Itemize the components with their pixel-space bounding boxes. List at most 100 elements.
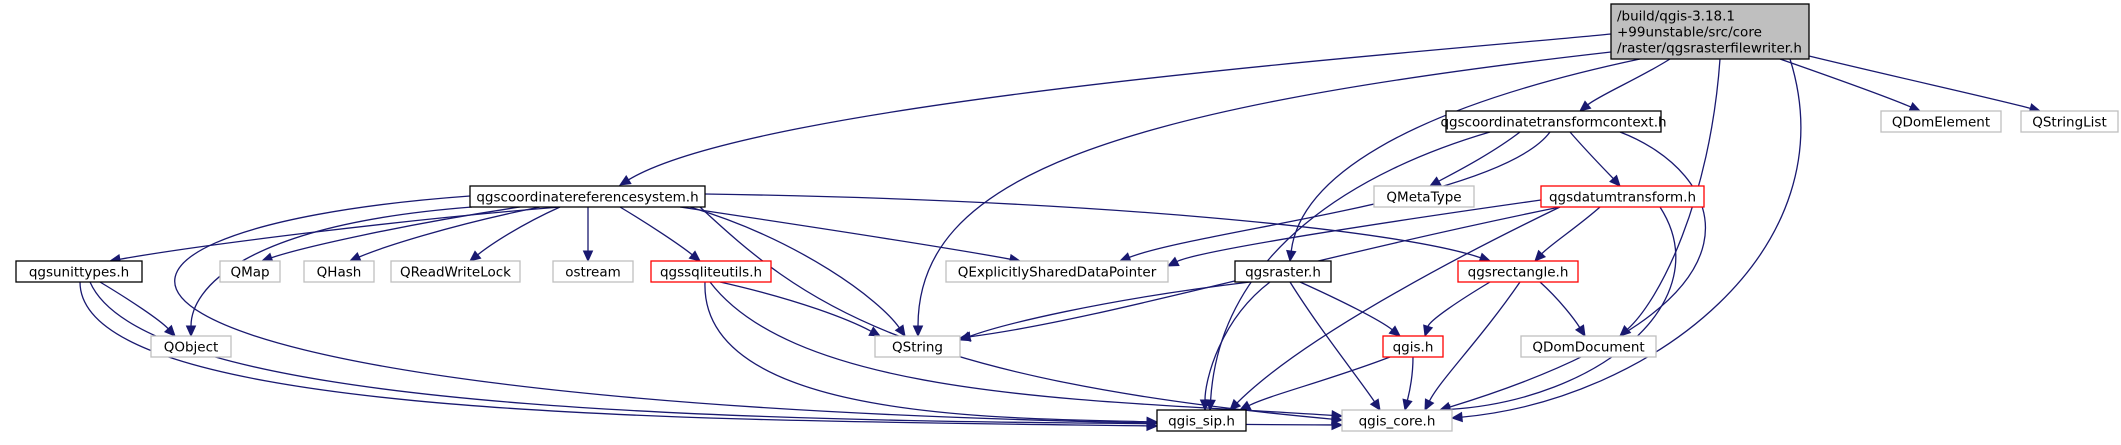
arrowhead	[1369, 398, 1381, 412]
node-label: qgssqliteutils.h	[660, 265, 762, 281]
arrowhead	[1331, 419, 1344, 431]
node-label: qgscoordinatetransformcontext.h	[1440, 115, 1666, 131]
node-qdomelement[interactable]: QDomElement	[1880, 110, 2002, 133]
node-raster[interactable]: qgsraster.h	[1234, 260, 1332, 283]
edge-src-to-qdomelement	[1779, 58, 1922, 112]
edge-raster-to-qstring	[958, 281, 1251, 342]
node-qmetatype[interactable]: QMetaType	[1373, 185, 1475, 208]
arrowhead	[1331, 410, 1344, 421]
node-box	[552, 260, 634, 283]
node-box	[1540, 185, 1705, 208]
edge-crs-to-ostream	[582, 206, 594, 263]
node-box	[874, 335, 961, 358]
edge-raster-to-qgiscore	[1289, 281, 1381, 412]
arrowhead	[1609, 174, 1621, 187]
node-label: QMap	[230, 265, 269, 281]
node-box	[469, 185, 706, 208]
node-box	[1457, 260, 1579, 283]
node-crs[interactable]: qgscoordinatereferencesystem.h	[469, 185, 706, 208]
node-qobject[interactable]: QObject	[150, 335, 232, 358]
arrowhead	[1908, 101, 1922, 112]
arrowhead	[958, 331, 972, 342]
edge-src-to-crs	[618, 33, 1612, 186]
node-layer: /build/qgis-3.18.1+99unstable/src/core/r…	[15, 3, 2119, 432]
edge-unittypes-to-qgiscore	[89, 281, 1344, 431]
node-rect[interactable]: qgsrectangle.h	[1457, 260, 1579, 283]
edge-ctc-to-datum	[1569, 131, 1621, 187]
node-box	[1382, 335, 1444, 358]
node-box	[2020, 110, 2119, 133]
arrowhead	[1534, 249, 1547, 262]
edge-raster-to-qgis	[1299, 281, 1401, 337]
node-box	[219, 260, 281, 283]
edge-qgis-to-qgiscore	[1402, 356, 1414, 412]
node-box	[1610, 3, 1810, 60]
node-label: QHash	[317, 265, 362, 281]
node-label: qgis.h	[1393, 340, 1434, 356]
arrowhead	[912, 325, 924, 338]
node-datum[interactable]: qgsdatumtransform.h	[1540, 185, 1705, 208]
node-label: QObject	[164, 340, 219, 356]
node-label: QMetaType	[1386, 190, 1461, 206]
node-label: QExplicitlySharedDataPointer	[958, 265, 1157, 281]
edge-unittypes-to-qgissip	[79, 281, 1159, 432]
arrowhead	[1118, 252, 1132, 263]
edge-datum-to-rect	[1534, 206, 1601, 262]
arrowhead	[1199, 399, 1211, 412]
node-label: QDomElement	[1892, 115, 1990, 131]
node-label: qgsraster.h	[1245, 265, 1321, 281]
node-label: qgis_sip.h	[1168, 414, 1235, 430]
arrowhead	[1286, 249, 1297, 263]
edge-sqlite-to-qgissip	[704, 281, 1159, 428]
node-unittypes[interactable]: qgsunittypes.h	[15, 260, 143, 283]
node-qstringlist[interactable]: QStringList	[2020, 110, 2119, 133]
edge-layer	[79, 33, 2042, 432]
edge-crs-to-qstring	[689, 206, 906, 338]
node-qmap[interactable]: QMap	[219, 260, 281, 283]
node-qhash[interactable]: QHash	[303, 260, 375, 283]
node-qesdp[interactable]: QExplicitlySharedDataPointer	[945, 260, 1169, 283]
node-box	[1156, 409, 1247, 432]
node-label: /build/qgis-3.18.1	[1617, 9, 1735, 25]
node-sqlite[interactable]: qgssqliteutils.h	[650, 260, 772, 283]
edge-rect-to-qgiscore	[1424, 281, 1521, 412]
node-box	[945, 260, 1169, 283]
node-qgissip[interactable]: qgis_sip.h	[1156, 409, 1247, 432]
node-qrwlock[interactable]: QReadWriteLock	[390, 260, 521, 283]
arrowhead	[1579, 100, 1592, 112]
node-qstring[interactable]: QString	[874, 335, 961, 358]
node-qgis[interactable]: qgis.h	[1382, 335, 1444, 358]
node-label: qgis_core.h	[1359, 414, 1436, 430]
arrowhead	[1229, 398, 1242, 411]
edge-crs-to-qhash	[348, 206, 541, 262]
arrowhead	[868, 326, 882, 337]
node-box	[1373, 185, 1475, 208]
node-label: QDomDocument	[1532, 340, 1644, 356]
edge-crs-to-qrwlock	[469, 206, 561, 262]
node-ctc[interactable]: qgscoordinatetransformcontext.h	[1440, 110, 1667, 133]
node-label: qgsdatumtransform.h	[1549, 190, 1696, 206]
node-qgiscore[interactable]: qgis_core.h	[1341, 409, 1453, 432]
node-label: /raster/qgsrasterfilewriter.h	[1617, 41, 1802, 57]
arrowhead	[1402, 398, 1413, 412]
edge-rect-to-qgis	[1423, 281, 1491, 338]
node-ostream[interactable]: ostream	[552, 260, 634, 283]
node-label: qgsunittypes.h	[29, 265, 129, 281]
node-src[interactable]: /build/qgis-3.18.1+99unstable/src/core/r…	[1610, 3, 1810, 60]
arrowhead	[185, 325, 197, 338]
edge-unittypes-to-qobject	[99, 281, 176, 337]
arrowhead	[582, 250, 594, 263]
node-qdomdoc[interactable]: QDomDocument	[1520, 335, 1657, 358]
arrowhead	[1238, 400, 1252, 411]
node-label: ostream	[565, 265, 621, 281]
edge-src-to-qstringlist	[1808, 55, 2042, 114]
arrowhead	[1619, 325, 1632, 337]
node-box	[1341, 409, 1453, 432]
arrowhead	[1388, 325, 1401, 337]
node-label: QStringList	[2032, 115, 2107, 131]
node-label: +99unstable/src/core	[1617, 25, 1762, 41]
arrowhead	[1424, 398, 1435, 412]
edge-datum-to-qesdp	[1166, 199, 1542, 267]
arrowhead	[688, 250, 701, 262]
